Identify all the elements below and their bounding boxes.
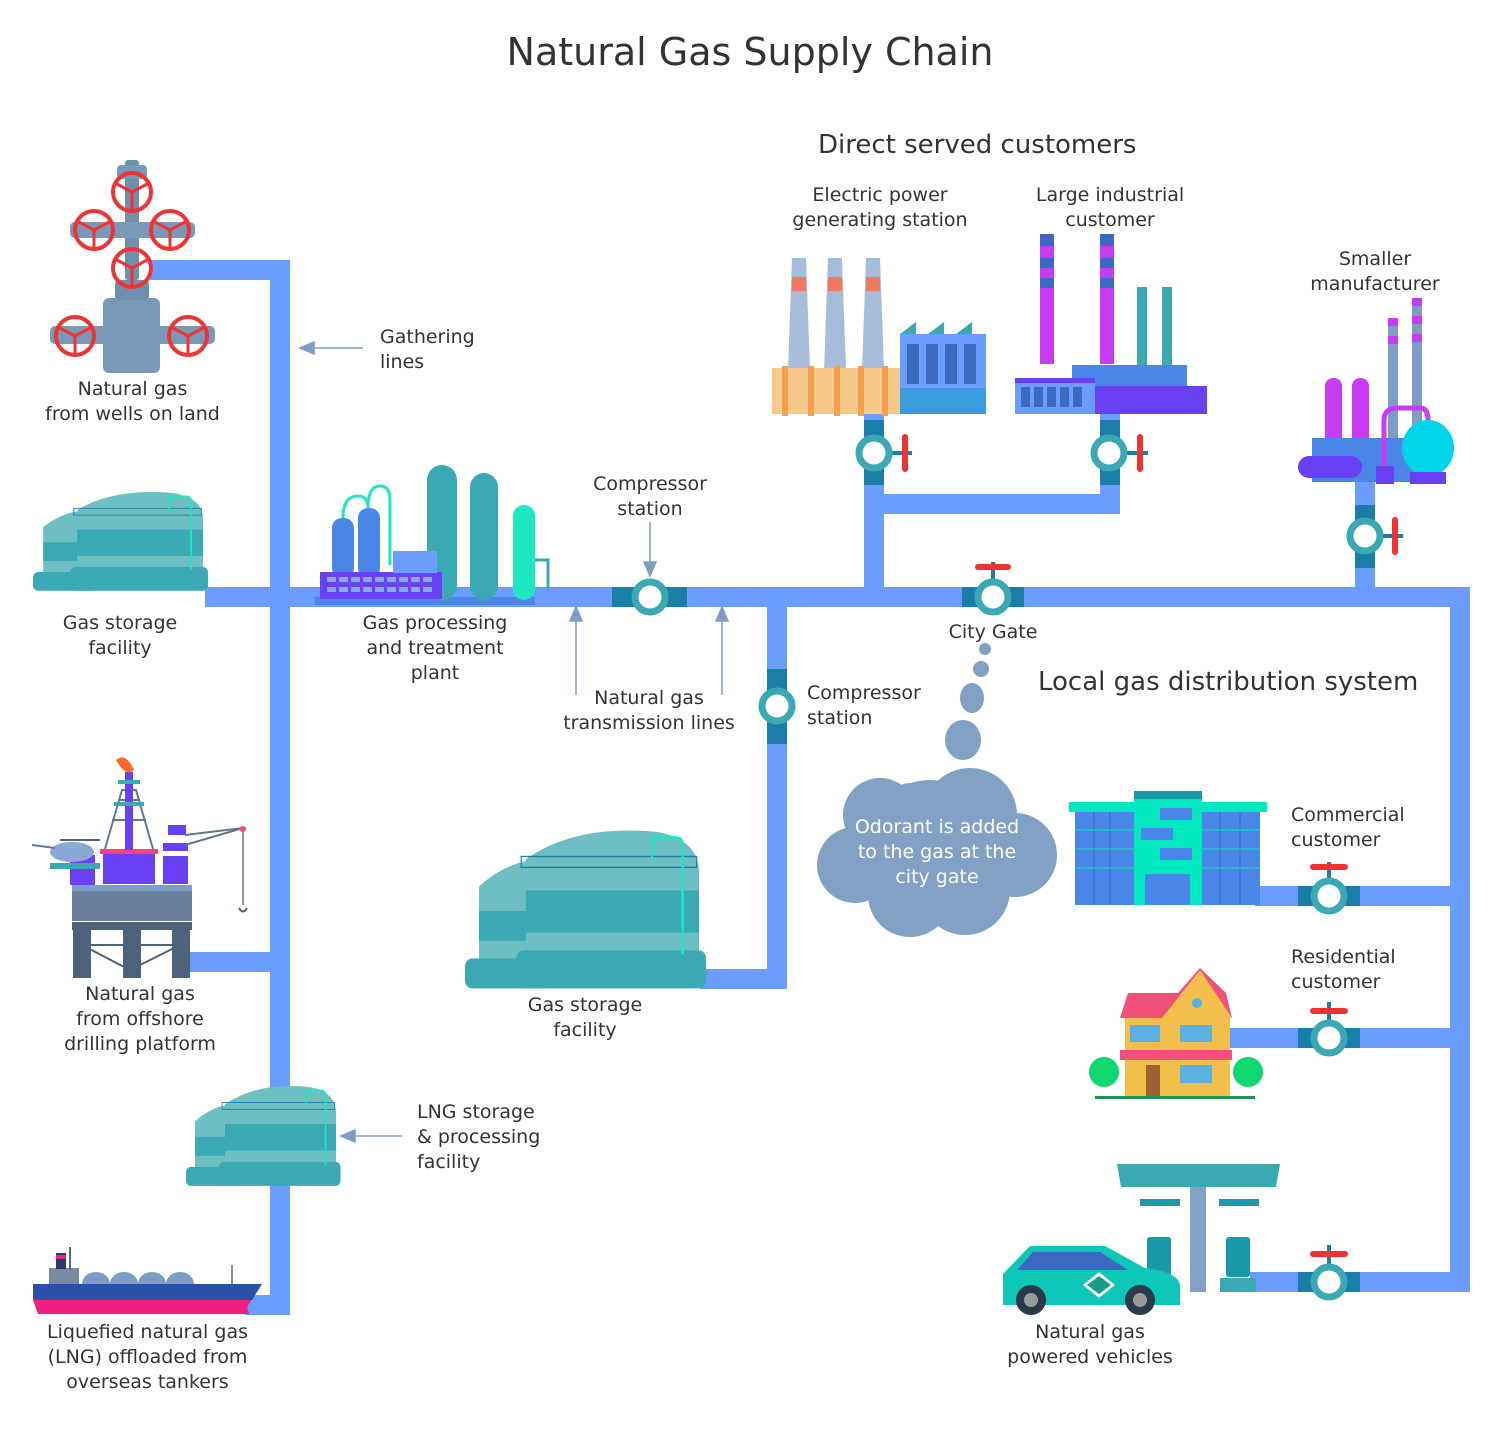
pipe-gathering-top: [150, 260, 290, 280]
label-gathering-lines: Gathering lines: [380, 326, 475, 373]
vehicles-valve-icon: [1298, 1245, 1360, 1301]
commercial-building-icon: [1069, 791, 1267, 905]
pipe-commercial-branch: [1255, 886, 1470, 906]
label-smaller-manufacturer: Smaller manufacturer: [1310, 248, 1440, 295]
label-storage-left: Gas storage facility: [62, 612, 178, 659]
cng-car-icon: [1003, 1246, 1180, 1315]
arrow-gathering-icon: [298, 340, 315, 356]
smaller-manufacturer-icon: [1298, 298, 1454, 484]
residential-house-icon: [1089, 968, 1263, 1099]
label-electric-station: Electric power generating station: [792, 184, 968, 231]
label-vehicles: Natural gas powered vehicles: [1007, 1321, 1173, 1368]
label-offshore: Natural gas from offshore drilling platf…: [64, 983, 216, 1055]
gas-storage-left-icon: [32, 491, 209, 592]
industrial-valve-icon: [1090, 420, 1148, 485]
label-processing-plant: Gas processing and treatment plant: [362, 612, 508, 684]
electric-power-station-icon: [772, 258, 986, 416]
arrow-compressor-icon: [642, 561, 658, 578]
label-compressor-mid: Compressor station: [807, 682, 921, 729]
label-large-industrial: Large industrial customer: [1035, 184, 1185, 231]
label-compressor-top: Compressor station: [593, 473, 707, 520]
electric-valve-icon: [855, 420, 912, 485]
label-commercial: Commercial customer: [1291, 804, 1405, 851]
section-local-distribution: Local gas distribution system: [1038, 667, 1419, 697]
compressor-station-top-icon: [612, 578, 687, 616]
label-transmission-lines: Natural gas transmission lines: [563, 687, 735, 734]
annotation-arrows: [298, 340, 730, 1144]
residential-valve-icon: [1298, 1002, 1360, 1057]
label-lng-storage: LNG storage & processing facility: [417, 1101, 541, 1173]
smaller-manufacturer-valve-icon: [1346, 505, 1403, 568]
commercial-valve-icon: [1298, 862, 1360, 915]
pipes: [150, 260, 1470, 1315]
section-direct-customers: Direct served customers: [818, 130, 1137, 160]
cng-station-icon: [1117, 1164, 1280, 1292]
pipe-storage-vertical: [767, 597, 787, 989]
processing-plant-icon: [315, 465, 550, 605]
odorant-cloud-icon: [817, 643, 1057, 937]
label-odorant: Odorant is added to the gas at the city …: [854, 816, 1020, 888]
gas-storage-mid-icon: [463, 829, 708, 990]
offshore-platform-icon: [31, 757, 248, 978]
pipe-gathering-vertical: [270, 260, 290, 1315]
arrow-transmission-right-icon: [714, 605, 730, 622]
large-industrial-icon: [1015, 234, 1207, 414]
label-city-gate: City Gate: [948, 621, 1038, 643]
pipe-offshore-branch: [185, 952, 285, 972]
pipe-storage-horizontal: [700, 969, 787, 989]
label-residential: Residential customer: [1291, 946, 1396, 993]
lng-tanker-icon: [33, 1247, 262, 1314]
label-wells: Natural gas from wells on land: [45, 378, 220, 425]
diagram-title: Natural Gas Supply Chain: [506, 30, 994, 74]
lng-storage-icon: [185, 1085, 342, 1187]
wellhead-icon: [50, 160, 215, 373]
arrow-transmission-left-icon: [568, 605, 584, 622]
pipe-tanker-branch: [245, 1295, 290, 1315]
city-gate-valve-icon: [962, 562, 1024, 616]
arrow-lng-icon: [339, 1128, 356, 1144]
pipe-direct-crossbar: [864, 494, 1120, 514]
label-lng-tanker: Liquefied natural gas (LNG) offloaded fr…: [47, 1321, 248, 1393]
pipe-local-vertical: [1450, 587, 1470, 1292]
compressor-station-mid-icon: [758, 669, 796, 744]
label-storage-mid: Gas storage facility: [527, 994, 643, 1041]
